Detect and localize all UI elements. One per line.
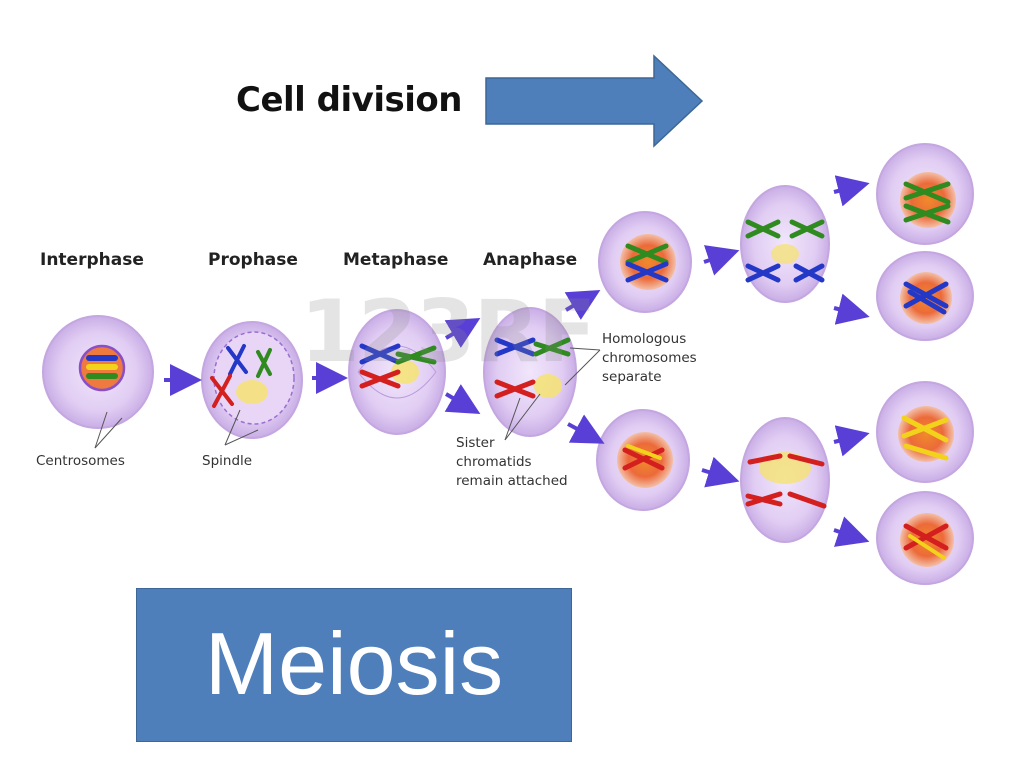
homologous-line-3: separate <box>602 369 662 385</box>
interphase-label: Interphase <box>40 250 144 270</box>
homologous-line-1: Homologous <box>602 331 687 347</box>
flow-arrows <box>164 175 870 547</box>
metaphase-label: Metaphase <box>343 250 449 270</box>
dividing-cell-top <box>740 185 830 303</box>
prophase-label: Prophase <box>208 250 298 270</box>
homologous-line-2: chromosomes <box>602 350 697 366</box>
final-cell-4 <box>876 491 974 585</box>
meiosis-banner: Meiosis <box>136 588 572 742</box>
final-cell-3 <box>876 381 974 483</box>
dividing-cell-bottom <box>740 417 830 543</box>
prophase-cell <box>201 321 303 439</box>
anaphase-cell <box>483 307 577 437</box>
interphase-cell <box>42 315 154 429</box>
final-cell-1 <box>876 143 974 245</box>
homologous-chromosomes-label: Homologous chromosomes separate <box>602 330 697 387</box>
sister-chromatids-label: Sister chromatids remain attached <box>456 434 568 491</box>
centrosomes-label: Centrosomes <box>36 453 125 469</box>
spindle-label: Spindle <box>202 453 253 469</box>
sister-line-3: remain attached <box>456 473 568 489</box>
daughter-cell-bottom <box>596 409 690 511</box>
sister-line-1: Sister <box>456 435 495 451</box>
watermark: 123RF <box>300 282 596 382</box>
metaphase-cell <box>348 309 446 435</box>
cell-division-arrow <box>485 54 704 148</box>
anaphase-label: Anaphase <box>483 250 578 270</box>
daughter-cell-top <box>598 211 692 313</box>
sister-line-2: chromatids <box>456 454 532 470</box>
final-cell-2 <box>876 251 974 341</box>
cell-division-title: Cell division <box>236 80 462 120</box>
